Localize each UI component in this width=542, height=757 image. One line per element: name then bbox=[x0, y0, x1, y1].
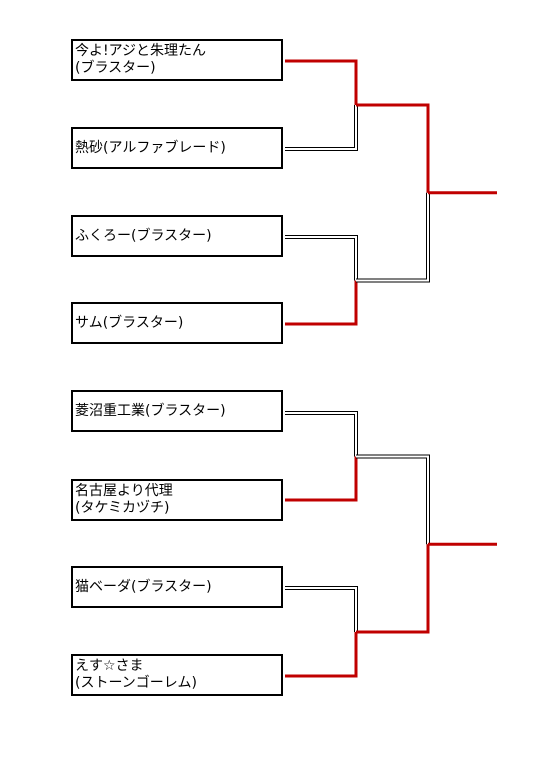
r2-g2-win bbox=[356, 544, 430, 634]
r1-g1-m1-loss-inner bbox=[285, 105, 357, 150]
entry-4-name: サム(ブラスター) bbox=[75, 314, 184, 331]
entry-5-name: 菱沼重工業(ブラスター) bbox=[75, 402, 226, 419]
r1-g1-m1-loss bbox=[285, 105, 358, 151]
r1-g2-m1-loss bbox=[285, 411, 358, 457]
entry-6-class: (タケミカヅチ) bbox=[75, 500, 170, 516]
entry-2-name: 熱砂(アルファブレード) bbox=[75, 139, 226, 156]
r2-g1-win bbox=[356, 103, 430, 193]
r2-g2-loss-inner bbox=[356, 455, 429, 545]
entry-6: 名古屋より代理 (タケミカヅチ) bbox=[71, 479, 283, 521]
r1-g2-m2-loss bbox=[285, 586, 358, 632]
r2-g1-loss bbox=[356, 192, 430, 283]
entry-2: 熱砂(アルファブレード) bbox=[71, 127, 283, 169]
entry-1-name: 今よ!アジと朱理たん bbox=[75, 43, 207, 59]
entry-8-class: (ストーンゴーレム) bbox=[75, 675, 197, 691]
r1-g1-m2-loss-inner bbox=[285, 236, 357, 281]
r1-g1-m2-win bbox=[285, 280, 358, 326]
entry-5: 菱沼重工業(ブラスター) bbox=[71, 390, 283, 432]
r1-g1-m1-win bbox=[285, 59, 358, 105]
r1-g1-m2-loss bbox=[285, 235, 358, 281]
r1-g2-m2-win bbox=[285, 632, 358, 678]
entry-3-name: ふくろー(ブラスター) bbox=[75, 227, 212, 244]
r1-g2-m1-loss-inner bbox=[285, 412, 357, 457]
entry-1: 今よ!アジと朱理たん (ブラスター) bbox=[71, 39, 283, 81]
entry-7: 猫ベーダ(ブラスター) bbox=[71, 566, 283, 608]
r1-g2-m1-win bbox=[285, 456, 358, 502]
r1-g2-m2-loss-inner bbox=[285, 587, 357, 632]
entry-8: えす☆さま (ストーンゴーレム) bbox=[71, 654, 283, 696]
entry-7-name: 猫ベーダ(ブラスター) bbox=[75, 578, 212, 595]
entry-6-name: 名古屋より代理 bbox=[75, 483, 173, 499]
r2-g1-loss-inner bbox=[356, 192, 429, 282]
entry-4: サム(ブラスター) bbox=[71, 302, 283, 344]
r2-g2-loss bbox=[356, 454, 430, 545]
entry-3: ふくろー(ブラスター) bbox=[71, 215, 283, 257]
entry-1-class: (ブラスター) bbox=[75, 60, 156, 76]
entry-8-name: えす☆さま bbox=[75, 658, 144, 674]
